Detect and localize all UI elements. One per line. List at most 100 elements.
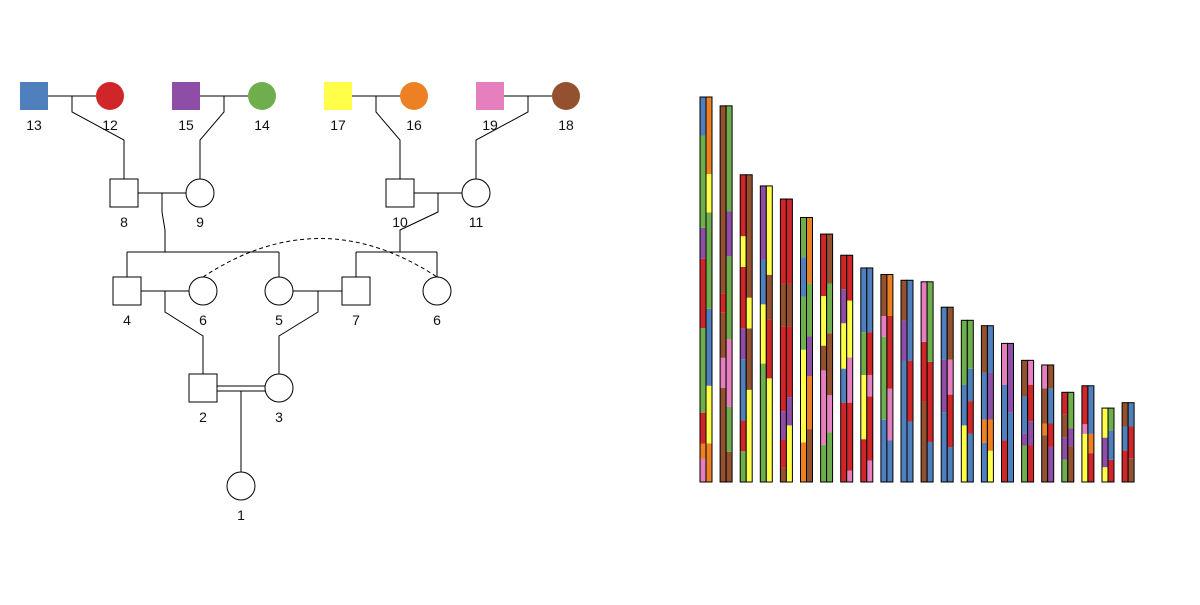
- haplotype-segment: [880, 315, 887, 337]
- haplotype-segment: [886, 440, 893, 482]
- haplotype-segment: [780, 467, 787, 482]
- haplotype-segment: [961, 320, 968, 385]
- chromosome-strip: [1067, 391, 1075, 483]
- individual-id-label: 2: [199, 409, 207, 425]
- haplotype-segment: [1087, 385, 1094, 434]
- haplotype-segment: [800, 257, 807, 297]
- haplotype-segment: [700, 443, 706, 459]
- individual-id-label: 3: [275, 409, 283, 425]
- pedigree-connector: [164, 291, 204, 374]
- haplotype-segment: [967, 368, 974, 402]
- haplotype-segment: [947, 394, 954, 448]
- haplotype-segment: [1061, 392, 1068, 415]
- chromosome-strip: [1007, 342, 1014, 483]
- haplotype-segment: [1027, 445, 1034, 482]
- haplotype-segment: [826, 283, 833, 334]
- haplotype-segment: [1081, 385, 1088, 425]
- haplotype-segment: [1007, 412, 1014, 482]
- haplotype-segment: [880, 274, 887, 316]
- haplotype-segment: [1102, 467, 1108, 482]
- haplotype-segment: [1128, 458, 1135, 482]
- haplotype-segment: [740, 359, 747, 421]
- haplotype-segment: [1087, 433, 1094, 454]
- haplotype-segment: [786, 397, 793, 426]
- male-individual-17: [324, 82, 352, 110]
- haplotype-segment: [786, 326, 793, 398]
- female-individual-18: [552, 82, 580, 110]
- haplotype-segment: [1047, 423, 1054, 447]
- haplotype-segment: [766, 378, 773, 482]
- haplotype-segment: [1067, 428, 1074, 447]
- haplotype-segment: [1001, 343, 1008, 385]
- chromosome-strip: [1027, 359, 1035, 483]
- haplotype-segment: [1027, 421, 1034, 446]
- haplotype-segment: [866, 374, 873, 397]
- chromosome-strip: [906, 279, 914, 483]
- chromosome-strip: [725, 105, 733, 483]
- haplotype-segment: [840, 289, 847, 324]
- haplotype-segment: [826, 395, 833, 433]
- chromosome-pair-13: [940, 306, 954, 483]
- haplotype-segment: [1041, 388, 1048, 424]
- haplotype-segment: [860, 332, 867, 375]
- haplotype-segment: [840, 402, 847, 482]
- haplotype-segment: [967, 433, 974, 482]
- individual-id-label: 16: [406, 117, 422, 133]
- individual-id-label: 14: [254, 117, 270, 133]
- haplotype-segment: [1081, 424, 1088, 434]
- chromosome-pair-18: [1041, 364, 1055, 483]
- individual-id-label: 13: [26, 117, 42, 133]
- haplotype-segment: [1067, 392, 1074, 429]
- haplotype-segment: [720, 293, 727, 313]
- chromosome-pair-17: [1021, 359, 1035, 483]
- haplotype-segment: [820, 234, 827, 297]
- chromosome-strip: [1127, 402, 1135, 483]
- haplotype-segment: [706, 443, 712, 482]
- haplotype-segment: [766, 185, 773, 275]
- haplotype-segment: [866, 460, 873, 482]
- haplotype-segment: [846, 300, 853, 358]
- haplotype-segment: [860, 267, 867, 333]
- haplotype-segment: [1041, 423, 1048, 436]
- haplotype-segment: [1047, 364, 1054, 389]
- chromosome-strip: [926, 281, 934, 483]
- haplotype-segment: [740, 420, 747, 452]
- haplotype-segment: [726, 406, 733, 452]
- haplotype-segment: [720, 312, 727, 358]
- chromosome-pair-2: [719, 105, 733, 483]
- chromosome-pair-5: [779, 198, 793, 483]
- haplotype-segment: [1021, 360, 1028, 397]
- haplotype-segment: [700, 258, 706, 328]
- haplotype-segment: [746, 297, 753, 329]
- haplotype-segment: [740, 328, 747, 360]
- haplotype-segment: [726, 105, 733, 212]
- chromosome-strip: [946, 306, 954, 483]
- haplotype-segment: [1128, 426, 1135, 459]
- pedigree-connector: [375, 96, 401, 179]
- individual-id-label: 18: [558, 117, 574, 133]
- haplotype-segment: [1047, 388, 1054, 424]
- female-individual-16: [400, 82, 428, 110]
- haplotype-segment: [700, 97, 706, 136]
- haplotype-segment: [1108, 430, 1114, 460]
- haplotype-segment: [740, 236, 747, 267]
- male-individual-8: [109, 178, 139, 208]
- haplotype-segment: [780, 439, 787, 468]
- haplotype-segment: [720, 387, 727, 482]
- haplotype-segment: [941, 359, 948, 413]
- male-individual-15: [172, 82, 200, 110]
- haplotype-segment: [1102, 437, 1108, 468]
- individual-id-label: 17: [330, 117, 346, 133]
- haplotype-segment: [840, 368, 847, 403]
- haplotype-segment: [967, 401, 974, 434]
- haplotype-segment: [700, 135, 706, 228]
- haplotype-segment: [886, 274, 893, 316]
- haplotype-segment: [866, 267, 873, 333]
- haplotype-segment: [1102, 408, 1108, 438]
- haplotype-segment: [840, 255, 847, 290]
- haplotype-segment: [886, 315, 893, 389]
- haplotype-segment: [947, 447, 954, 482]
- chromosome-strip: [1107, 407, 1115, 483]
